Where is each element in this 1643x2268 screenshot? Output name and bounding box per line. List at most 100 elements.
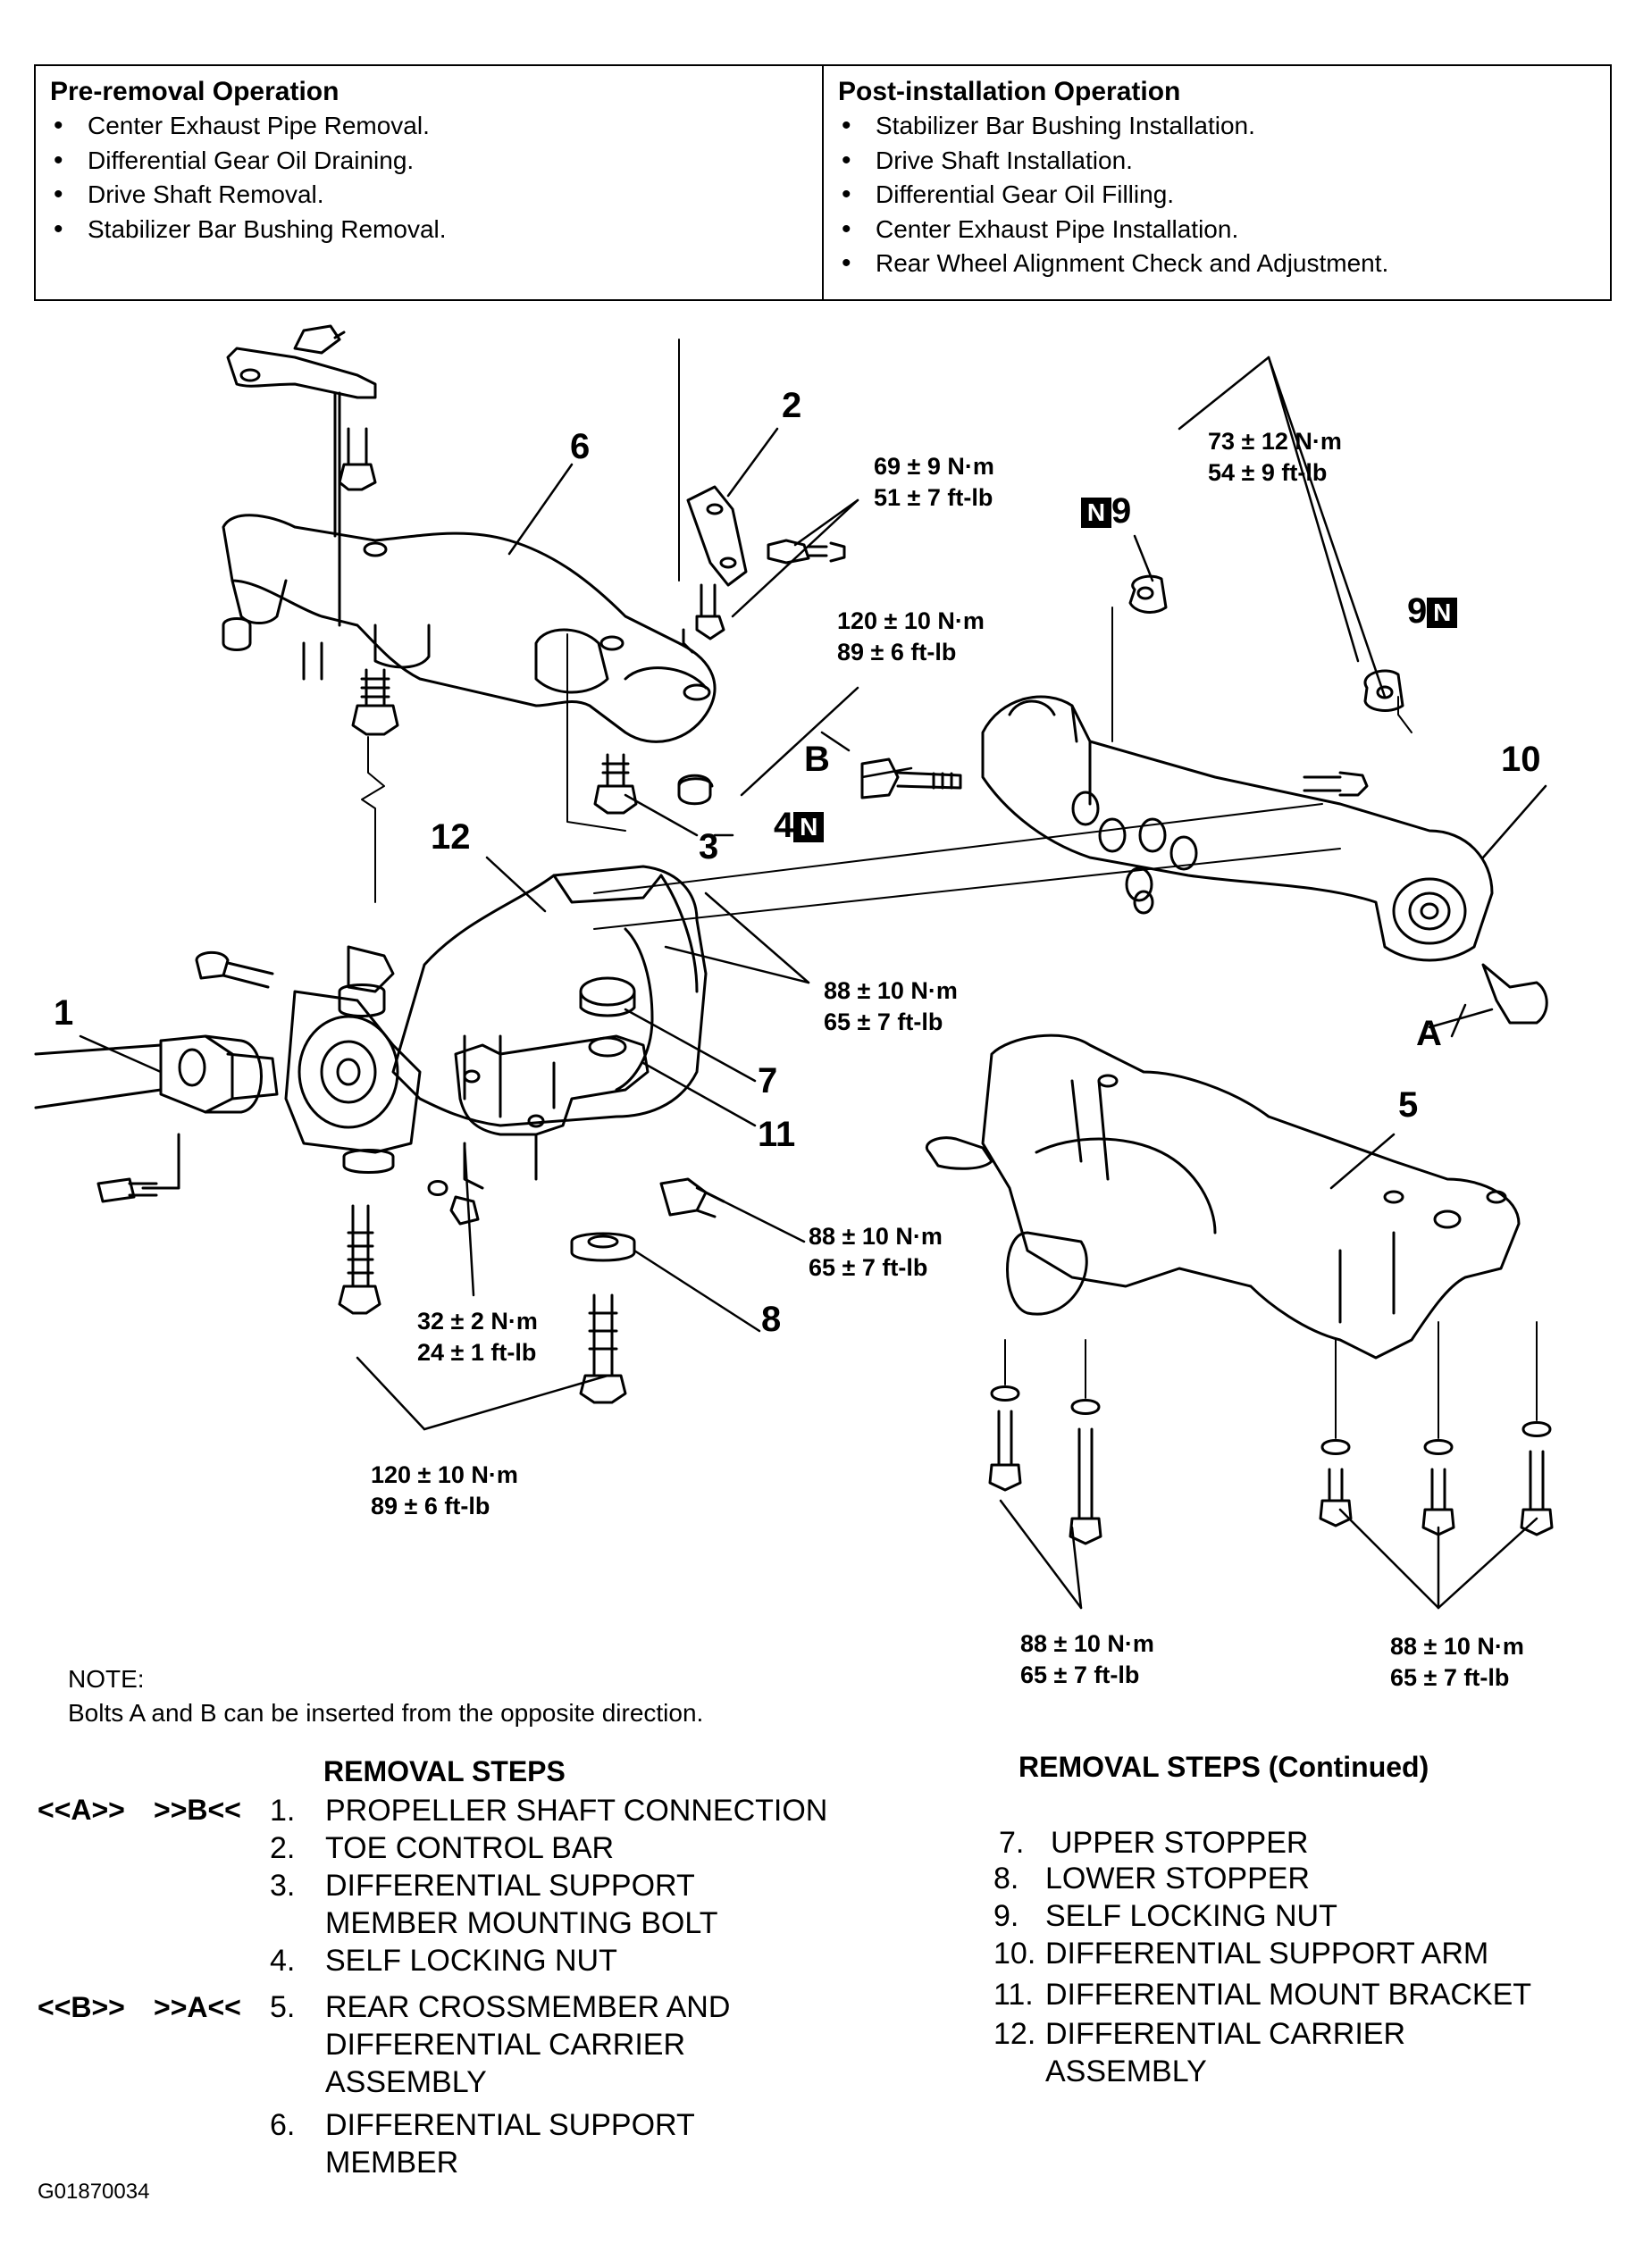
callout-9-number: 9 <box>1111 491 1132 531</box>
bolts-and-nuts-drawing <box>677 574 1548 1025</box>
differential-carrier-drawing <box>284 865 708 1154</box>
torque-88-middle: 88 ± 10 N·m 65 ± 7 ft-lb <box>809 1223 943 1281</box>
step-number: 3. <box>270 1869 296 1903</box>
torque-73: 73 ± 12 N·m 54 ± 9 ft-lb <box>1208 428 1342 486</box>
member-bolts-drawing <box>351 668 712 815</box>
step-number: 5. <box>270 1990 296 2024</box>
step-11: 11. DIFFERENTIAL MOUNT BRACKET <box>993 1976 1531 2013</box>
step-7: 7.UPPER STOPPER <box>999 1824 1308 1862</box>
step-text: DIFFERENTIAL CARRIER <box>1045 2017 1406 2051</box>
step-number: 10. <box>993 1937 1036 1971</box>
note-title: NOTE: <box>68 1665 145 1693</box>
n-box-icon: N <box>1427 598 1458 629</box>
callout-B: B <box>804 740 830 779</box>
step-number: 11. <box>993 1978 1034 2012</box>
step-number: 4. <box>270 1944 296 1978</box>
callout-12: 12 <box>431 817 471 857</box>
step-text: SELF LOCKING NUT <box>1045 1899 1337 1933</box>
step-number: 9. <box>993 1899 1019 1933</box>
list-item: Stabilizer Bar Bushing Removal. <box>50 213 808 247</box>
differential-support-arm-drawing <box>981 695 1494 962</box>
callout-11: 11 <box>758 1115 796 1154</box>
step-text: UPPER STOPPER <box>1051 1826 1309 1860</box>
exploded-view-diagram <box>34 324 1554 1610</box>
torque-88-lower-right: 88 ± 10 N·m 65 ± 7 ft-lb <box>1390 1633 1524 1691</box>
step-number: 1. <box>270 1794 296 1828</box>
step-text: DIFFERENTIAL SUPPORT ARM <box>1045 1937 1489 1971</box>
alignment-lines <box>361 339 1412 930</box>
torque-32: 32 ± 2 N·m 24 ± 1 ft-lb <box>417 1308 538 1366</box>
stoppers-and-bottom-bolts-drawing <box>338 1133 725 1404</box>
step-12-line-2: ASSEMBLY <box>1045 2055 1207 2088</box>
list-item: Differential Gear Oil Draining. <box>50 144 808 179</box>
pre-removal-title: Pre-removal Operation <box>50 77 339 106</box>
step-6-line-2: MEMBER <box>325 2146 459 2180</box>
step-5: 5.REAR CROSSMEMBER AND <box>270 1988 730 2026</box>
torque-120-lower: 120 ± 10 N·m 89 ± 6 ft-lb <box>371 1461 518 1519</box>
torque-88-upper: 88 ± 10 N·m 65 ± 7 ft-lb <box>824 977 958 1035</box>
list-item: Center Exhaust Pipe Removal. <box>50 109 808 144</box>
drive-shaft-drawing <box>34 950 279 1203</box>
step-text: LOWER STOPPER <box>1045 1862 1310 1896</box>
step-5-line-2: DIFFERENTIAL CARRIER <box>325 2028 686 2062</box>
figure-id: G01870034 <box>38 2180 150 2204</box>
toe-control-bracket-drawing <box>682 485 846 654</box>
differential-mount-bracket-drawing <box>454 1034 650 1136</box>
step-5-removal-tag: <<B>> <box>38 1991 125 2023</box>
step-1-removal-tag: <<A>> <box>38 1794 125 1826</box>
callout-A: A <box>1416 1014 1442 1053</box>
list-item: Differential Gear Oil Filling. <box>838 178 1596 213</box>
step-10: 10. DIFFERENTIAL SUPPORT ARM <box>993 1935 1488 1972</box>
step-4: 4. SELF LOCKING NUT <box>270 1942 617 1979</box>
callout-10: 10 <box>1501 740 1541 779</box>
step-number: 8. <box>993 1862 1019 1896</box>
callout-2: 2 <box>782 386 802 425</box>
step-1-install-tag: >>B<< <box>154 1794 241 1826</box>
pre-removal-list: Center Exhaust Pipe Removal. Differentia… <box>50 109 808 247</box>
rear-crossmember-drawing <box>926 1034 1521 1360</box>
post-installation-column: Post-installation Operation Stabilizer B… <box>822 66 1610 299</box>
callout-leaders <box>79 427 1547 1333</box>
callout-5: 5 <box>1398 1085 1419 1125</box>
step-2: 2. TOE CONTROL BAR <box>270 1829 614 1867</box>
step-8: 8. LOWER STOPPER <box>993 1860 1310 1897</box>
step-text: SELF LOCKING NUT <box>325 1944 617 1978</box>
top-bracket-drawing <box>222 324 377 651</box>
step-5-install-tag: >>A<< <box>154 1991 241 2023</box>
step-1: 1. PROPELLER SHAFT CONNECTION <box>270 1792 827 1829</box>
list-item: Rear Wheel Alignment Check and Adjustmen… <box>838 247 1596 281</box>
step-number: 6. <box>270 2108 296 2142</box>
n-box-icon: N <box>793 812 825 843</box>
callout-3: 3 <box>699 827 719 866</box>
callout-1: 1 <box>54 993 74 1033</box>
differential-support-member-drawing <box>222 514 717 743</box>
n-box-icon: N <box>1081 498 1111 529</box>
step-number: 2. <box>270 1831 296 1865</box>
post-installation-list: Stabilizer Bar Bushing Installation. Dri… <box>838 109 1596 281</box>
step-3: 3. DIFFERENTIAL SUPPORT <box>270 1867 695 1904</box>
list-item: Drive Shaft Removal. <box>50 178 808 213</box>
removal-steps-heading: REMOVAL STEPS <box>323 1755 566 1787</box>
removal-steps-continued-heading: REMOVAL STEPS (Continued) <box>1018 1751 1429 1783</box>
list-item: Drive Shaft Installation. <box>838 144 1596 179</box>
step-text: PROPELLER SHAFT CONNECTION <box>325 1794 828 1828</box>
callout-8: 8 <box>761 1300 782 1339</box>
step-6: 6. DIFFERENTIAL SUPPORT <box>270 2106 695 2144</box>
callout-7: 7 <box>758 1061 778 1101</box>
step-text: DIFFERENTIAL MOUNT BRACKET <box>1045 1978 1532 2012</box>
step-text: DIFFERENTIAL SUPPORT <box>325 1869 695 1903</box>
pre-removal-column: Pre-removal Operation Center Exhaust Pip… <box>36 66 822 299</box>
step-text: DIFFERENTIAL SUPPORT <box>325 2108 695 2142</box>
list-item: Stabilizer Bar Bushing Installation. <box>838 109 1596 144</box>
step-text: TOE CONTROL BAR <box>325 1831 615 1865</box>
step-number: 12. <box>993 2017 1036 2051</box>
callout-4-number: 4 <box>774 806 794 845</box>
torque-120-upper: 120 ± 10 N·m 89 ± 6 ft-lb <box>837 607 985 665</box>
callout-6: 6 <box>570 427 591 466</box>
step-5-line-3: ASSEMBLY <box>325 2065 487 2099</box>
operations-table: Pre-removal Operation Center Exhaust Pip… <box>34 64 1612 301</box>
step-9: 9. SELF LOCKING NUT <box>993 1897 1337 1935</box>
